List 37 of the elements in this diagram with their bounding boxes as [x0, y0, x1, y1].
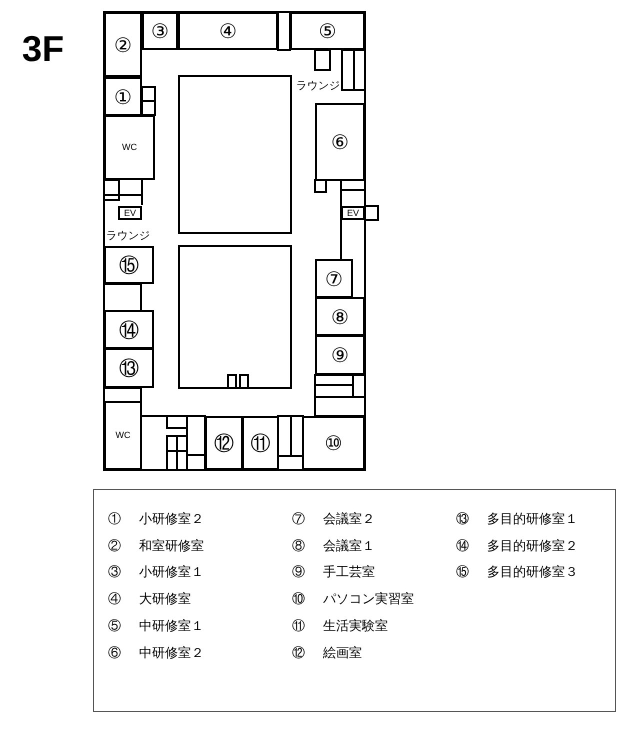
room-number: ⑤ — [290, 12, 365, 50]
area-label: ラウンジ — [106, 228, 150, 243]
room-key-entry: ⑪ 生活実験室 — [292, 618, 388, 635]
elevator: EV — [118, 206, 142, 220]
room-number: ⑮ — [104, 246, 154, 284]
room-number: ② — [104, 12, 142, 77]
room-number: ③ — [142, 12, 178, 50]
room-number: ⑪ — [242, 416, 279, 470]
room-number: ⑬ — [104, 348, 154, 388]
room-key-entry: ⑧ 会議室１ — [292, 538, 376, 555]
restroom: WC — [104, 115, 155, 180]
floor-title: 3F — [22, 28, 64, 70]
room-key-entry: ④ 大研修室 — [108, 591, 192, 608]
room-key-entry: ⑨ 手工芸室 — [292, 564, 376, 581]
room-number: ⑩ — [302, 416, 365, 470]
room-key-entry: ② 和室研修室 — [108, 538, 204, 555]
area-label: ラウンジ — [296, 78, 340, 93]
room-key-entry: ⑦ 会議室２ — [292, 511, 376, 528]
elevator: EV — [341, 206, 365, 220]
room-number: ⑨ — [315, 335, 365, 375]
restroom: WC — [104, 401, 142, 470]
room-number: ⑦ — [315, 259, 353, 298]
room-key-entry: ⑬ 多目的研修室１ — [456, 511, 578, 528]
room-number: ① — [104, 77, 142, 116]
room-key-entry: ⑩ パソコン実習室 — [292, 591, 414, 608]
room-number: ⑧ — [315, 297, 365, 336]
room-key-entry: ⑤ 中研修室１ — [108, 618, 204, 635]
room-key-entry: ⑫ 絵画室 — [292, 645, 362, 662]
room-number: ⑫ — [205, 416, 243, 470]
room-number: ④ — [178, 12, 278, 50]
room-number: ⑭ — [104, 310, 154, 349]
room-key-entry: ⑮ 多目的研修室３ — [456, 564, 578, 581]
room-number: ⑥ — [315, 103, 365, 181]
room-key-entry: ⑭ 多目的研修室２ — [456, 538, 578, 555]
room-key-entry: ③ 小研修室１ — [108, 564, 204, 581]
room-key-entry: ⑥ 中研修室２ — [108, 645, 204, 662]
room-key-entry: ① 小研修室２ — [108, 511, 204, 528]
